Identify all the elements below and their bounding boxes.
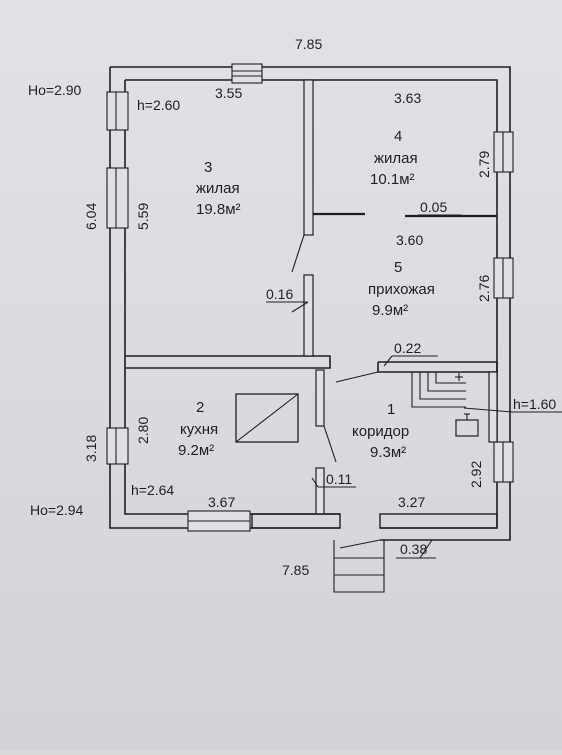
- room1-depth: 2.92: [468, 461, 484, 488]
- room-3-name: жилая: [196, 180, 240, 197]
- room-1-area: 9.3м²: [370, 444, 406, 461]
- room2-height: h=2.64: [131, 482, 174, 498]
- room-1-number: 1: [387, 401, 395, 418]
- porch-dimension: 0.38: [400, 541, 427, 557]
- overall-width-top: 7.85: [295, 36, 322, 52]
- overall-width-bottom: 7.85: [282, 562, 309, 578]
- room-4-label: 4 жилая 10.1м²: [370, 128, 418, 188]
- porch-steps: [333, 540, 385, 593]
- stove-symbol: [235, 393, 299, 443]
- interior-walls: [125, 79, 498, 529]
- room4-wall-thickness: 0.05: [420, 199, 447, 215]
- windows: [106, 63, 514, 532]
- room-5-name: прихожая: [368, 281, 435, 298]
- room-5-label: 5 прихожая 9.9м²: [368, 259, 435, 319]
- room-2-number: 2: [196, 399, 204, 416]
- room2-depth: 2.80: [135, 417, 151, 444]
- room3-width: 3.55: [215, 85, 242, 101]
- room-4-number: 4: [394, 128, 402, 145]
- ho-bottom-label: Ho=2.94: [30, 502, 84, 518]
- room-3-area: 19.8м²: [196, 201, 241, 218]
- room-1-label: 1 коридор 9.3м²: [352, 401, 409, 461]
- room-5-number: 5: [394, 259, 402, 276]
- room-3-label: 3 жилая 19.8м²: [196, 159, 241, 218]
- wall-thickness-011: 0.11: [326, 471, 352, 487]
- wall-thickness-016: 0.16: [266, 286, 293, 302]
- boiler-symbol: [455, 413, 479, 437]
- room3-height: h=2.60: [137, 97, 180, 113]
- stair-height-label: h=1.60: [513, 396, 556, 412]
- room-4-name: жилая: [374, 150, 418, 167]
- room-1-name: коридор: [352, 423, 409, 440]
- room-4-area: 10.1м²: [370, 171, 415, 188]
- room-2-label: 2 кухня 9.2м²: [178, 399, 218, 459]
- room4-depth: 2.79: [476, 151, 492, 178]
- room-2-area: 9.2м²: [178, 442, 214, 459]
- wall-thickness-022: 0.22: [394, 340, 421, 356]
- room5-depth: 2.76: [476, 275, 492, 302]
- ho-top-label: Ho=2.90: [28, 82, 82, 98]
- room5-width: 3.60: [396, 232, 423, 248]
- room-2-name: кухня: [180, 421, 218, 438]
- interior-stairs: [411, 372, 466, 408]
- leader-lines: [266, 214, 562, 559]
- height-left-bottom: 3.18: [83, 435, 99, 462]
- door-swings: [291, 234, 381, 549]
- room-5-area: 9.9м²: [372, 302, 408, 319]
- dimension-labels: 7.85 7.85 Ho=2.90 Ho=2.94 6.04 3.18 h=2.…: [28, 36, 556, 578]
- room2-width: 3.67: [208, 494, 235, 510]
- height-left-top: 6.04: [83, 203, 99, 230]
- room3-depth: 5.59: [135, 203, 151, 230]
- room-3-number: 3: [204, 159, 212, 176]
- room1-width: 3.27: [398, 494, 425, 510]
- room4-width: 3.63: [394, 90, 421, 106]
